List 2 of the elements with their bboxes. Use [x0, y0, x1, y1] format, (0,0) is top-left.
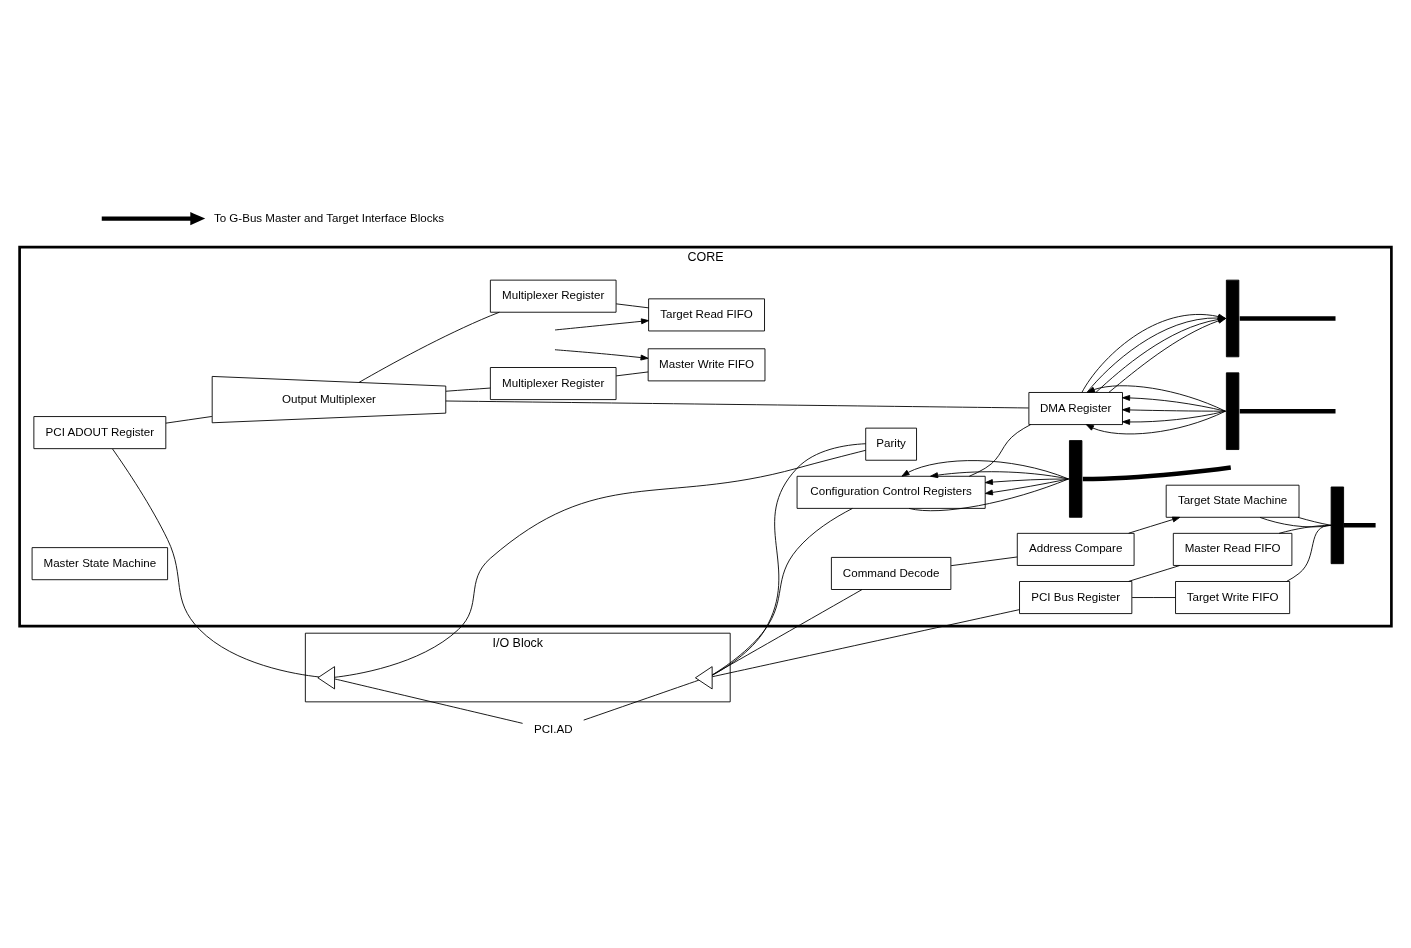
node-text: PCI.AD: [533, 722, 573, 735]
node-text: To G-Bus Master and Target Interface Blocks: [213, 211, 445, 224]
